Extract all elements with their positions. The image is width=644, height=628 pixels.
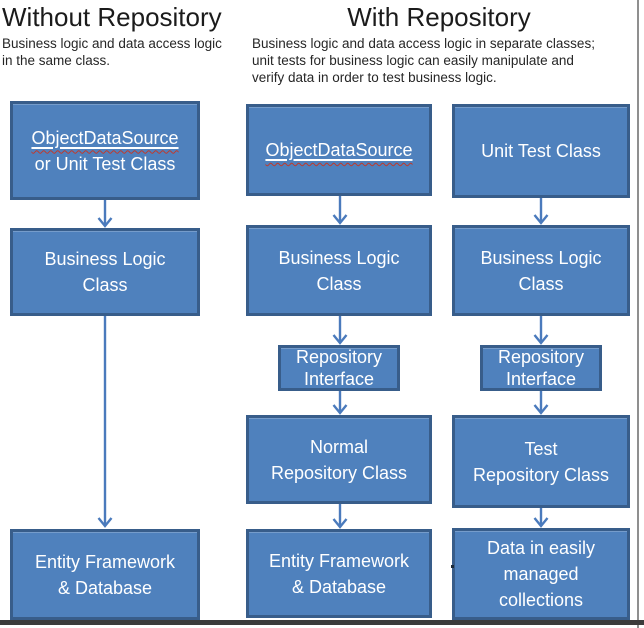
description-line: Business logic and data access logic <box>2 36 222 51</box>
box-business-logic-class-right: Business Logic Class <box>452 225 630 316</box>
down-arrow-icon <box>531 391 551 415</box>
without-repository-title: Without Repository <box>2 2 222 32</box>
box-objectdatasource: ObjectDataSource <box>246 104 432 196</box>
box-line: Normal <box>309 436 368 457</box>
box-line: or Unit Test Class <box>34 153 176 174</box>
box-line: Class <box>518 273 564 294</box>
box-line: & Database <box>57 577 153 598</box>
stray-dot <box>451 565 454 568</box>
box-line: Repository Class <box>472 464 610 485</box>
description-line: Business logic and data access logic in … <box>252 36 595 51</box>
box-unit-test-class: Unit Test Class <box>452 104 630 198</box>
down-arrow-icon <box>330 391 350 415</box>
with-repository-title: With Repository <box>347 2 531 32</box>
description-line: in the same class. <box>2 53 111 68</box>
down-arrow-icon <box>531 508 551 528</box>
box-data-in-easily-managed-collections: Data in easily managed collections <box>452 528 630 620</box>
down-arrow-icon <box>330 504 350 529</box>
box-repository-interface-right: Repository Interface <box>480 345 602 391</box>
box-normal-repository-class: Normal Repository Class <box>246 415 432 504</box>
image-frame-bottom-shadow <box>0 620 644 625</box>
box-business-logic-class-middle: Business Logic Class <box>246 225 432 316</box>
box-line: & Database <box>291 576 387 597</box>
box-line: Unit Test Class <box>481 141 601 161</box>
box-line: Interface <box>303 369 375 389</box>
box-business-logic-class-left: Business Logic Class <box>10 228 200 316</box>
box-line: Repository Class <box>270 462 408 483</box>
box-entity-framework-database-left: Entity Framework & Database <box>10 529 200 620</box>
box-entity-framework-database-middle: Entity Framework & Database <box>246 529 432 618</box>
box-line: collections <box>498 590 584 610</box>
box-line: Data in easily <box>486 538 596 558</box>
box-line: Class <box>82 275 128 295</box>
box-line: Business Logic <box>278 247 400 268</box>
box-test-repository-class: Test Repository Class <box>452 415 630 508</box>
down-arrow-icon <box>95 316 115 528</box>
box-line: Test <box>524 438 558 459</box>
image-frame-right-edge <box>637 0 639 628</box>
box-line: Entity Framework <box>34 551 176 572</box>
down-arrow-icon <box>330 196 350 225</box>
box-line: Interface <box>505 369 577 389</box>
box-objectdatasource-or-unit-test-class: ObjectDataSource or Unit Test Class <box>10 101 200 200</box>
with-repository-description: Business logic and data access logic in … <box>252 35 595 86</box>
box-line: Class <box>316 273 362 294</box>
box-line: managed <box>503 564 579 584</box>
without-repository-description: Business logic and data access logic in … <box>2 35 222 69</box>
box-line: ObjectDataSource <box>265 140 413 160</box>
down-arrow-icon <box>95 200 115 228</box>
down-arrow-icon <box>531 198 551 225</box>
box-line: Repository <box>295 347 383 367</box>
box-repository-interface-middle: Repository Interface <box>278 345 400 391</box>
box-line: Entity Framework <box>268 550 410 571</box>
down-arrow-icon <box>330 316 350 345</box>
description-line: verify data in order to test business lo… <box>252 70 497 85</box>
description-line: unit tests for business logic can easily… <box>252 53 574 68</box>
box-line: Business Logic <box>480 247 602 268</box>
box-line: Repository <box>497 347 585 367</box>
box-line: Business Logic <box>44 249 166 269</box>
box-line: ObjectDataSource <box>31 127 179 148</box>
down-arrow-icon <box>531 316 551 345</box>
